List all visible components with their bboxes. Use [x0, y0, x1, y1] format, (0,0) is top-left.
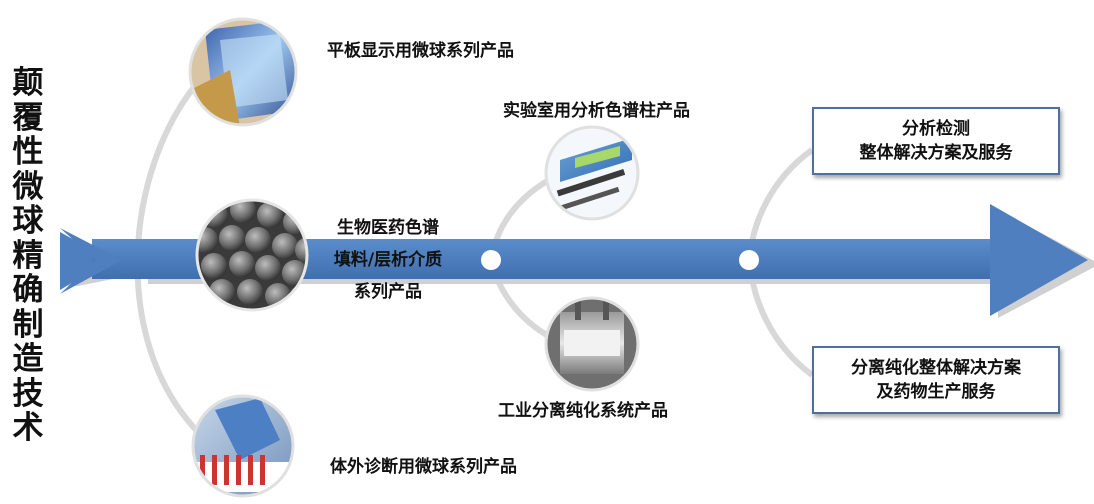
ivd-image: [193, 396, 293, 496]
arrow-head: [990, 204, 1088, 316]
title-char: 技: [12, 375, 44, 412]
label-biopharma-line: 填料/层析介质: [333, 250, 443, 270]
lab-column-image: [546, 127, 638, 219]
node-right: [739, 250, 759, 270]
label-biopharma-line: 生物医药色谱: [337, 218, 439, 238]
title-char: 性: [12, 134, 44, 170]
title-char: 微: [12, 168, 44, 205]
label-flat-panel: 平板显示用微球系列产品: [327, 41, 514, 61]
title-char: 覆: [12, 99, 44, 136]
service-box-line: 及药物生产服务: [876, 382, 996, 402]
title-char: 造: [12, 341, 44, 377]
node-mid: [481, 250, 501, 270]
title-char: 颠: [12, 65, 44, 101]
flat-panel-image: [190, 19, 296, 125]
microsphere-image: [197, 200, 307, 310]
title-char: 精: [12, 237, 44, 274]
service-box-line: 整体解决方案及服务: [859, 143, 1013, 163]
label-lab-column: 实验室用分析色谱柱产品: [503, 101, 690, 121]
title-char: 术: [12, 410, 44, 446]
vertical-title: 颠 覆 性 微 球 精 确 制 造 技 术: [6, 66, 50, 446]
service-box-analysis: 分析检测 整体解决方案及服务: [812, 107, 1060, 175]
label-biopharma-line: 系列产品: [354, 282, 422, 302]
industrial-system-image: [546, 298, 638, 390]
label-ivd: 体外诊断用微球系列产品: [330, 457, 517, 477]
label-industrial: 工业分离纯化系统产品: [498, 401, 668, 421]
arrow-tail: [60, 228, 122, 294]
service-box-line: 分析检测: [902, 119, 970, 139]
service-box-line: 分离纯化整体解决方案: [851, 358, 1021, 378]
service-box-separation: 分离纯化整体解决方案 及药物生产服务: [812, 346, 1060, 414]
title-char: 确: [12, 272, 44, 308]
main-arrow: [60, 232, 110, 290]
title-char: 球: [12, 203, 44, 239]
label-biopharma: 生物医药色谱 填料/层析介质 系列产品: [318, 212, 458, 308]
title-char: 制: [12, 306, 44, 343]
